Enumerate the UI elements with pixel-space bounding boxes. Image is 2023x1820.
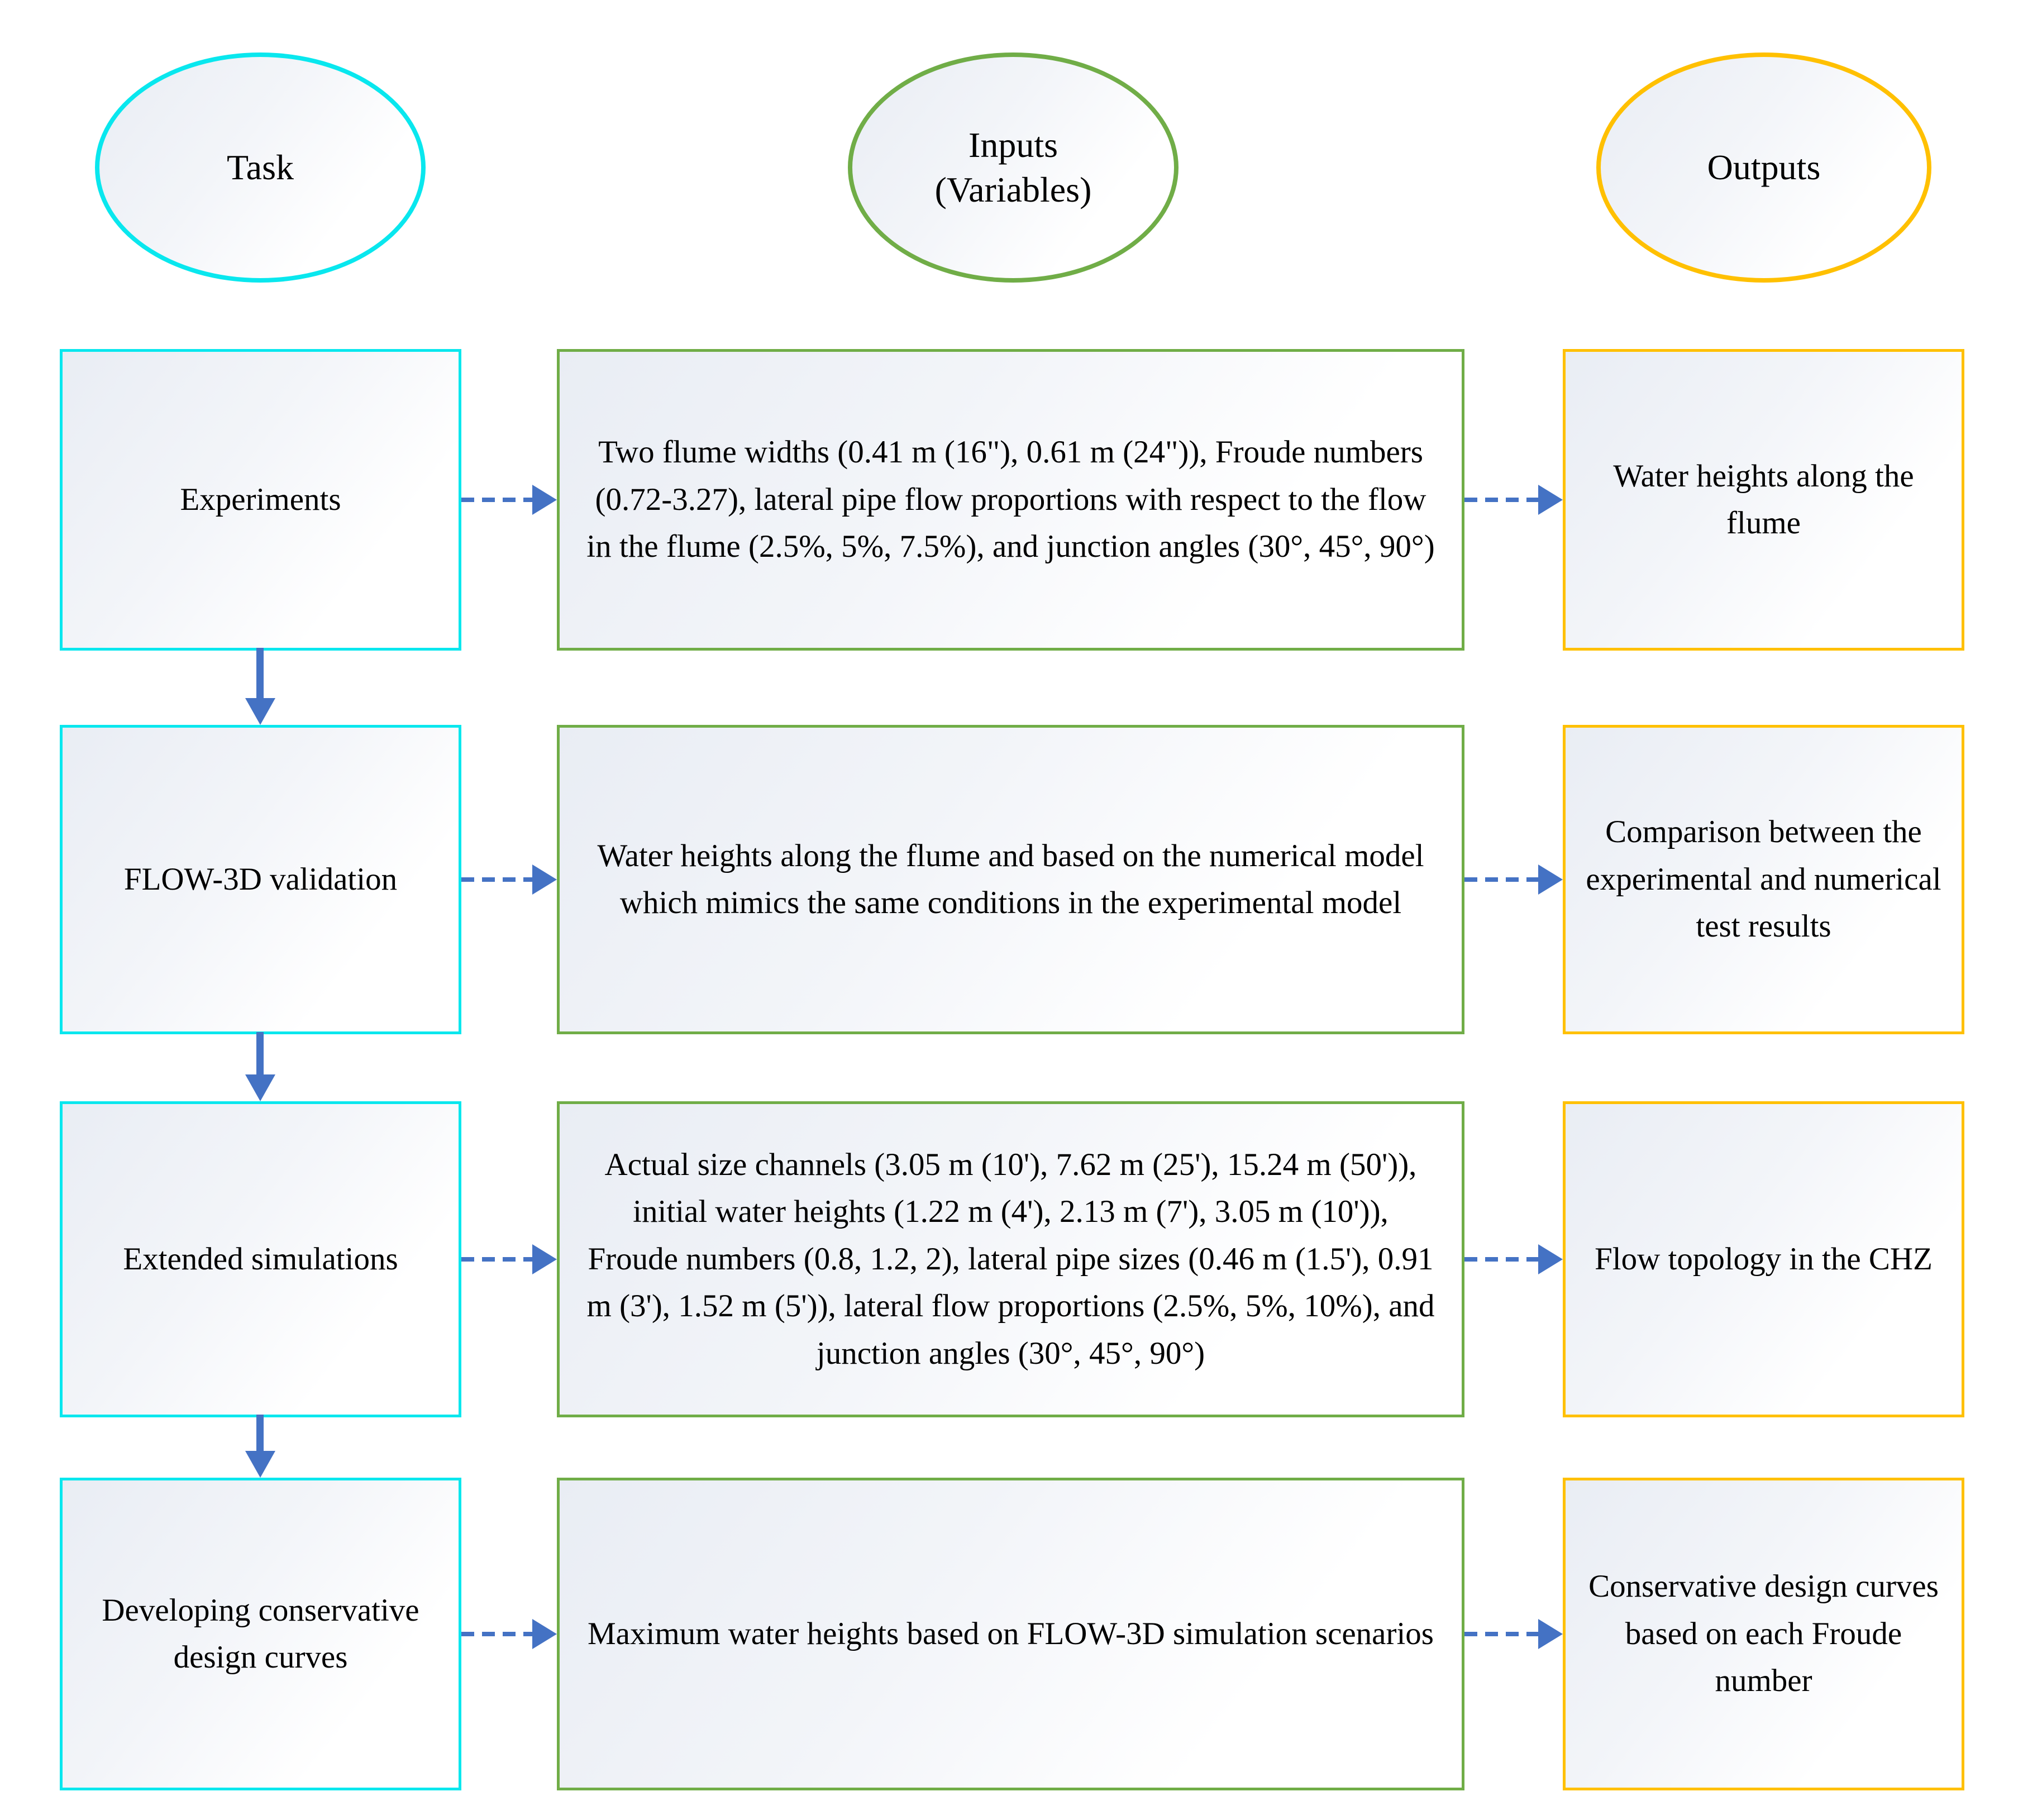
outputs-box: Comparison between the experimental and …	[1563, 725, 1964, 1034]
header-ellipse-inputs: Inputs (Variables)	[848, 52, 1179, 283]
header-ellipse-outputs: Outputs	[1596, 52, 1931, 283]
task-label: Developing conservative design curves	[102, 1592, 419, 1675]
inputs-text: Maximum water heights based on FLOW-3D s…	[588, 1616, 1434, 1651]
task-label: Extended simulations	[123, 1241, 398, 1277]
arrow-task-to-inputs	[461, 498, 532, 502]
outputs-text: Water heights along the flume	[1613, 458, 1914, 541]
arrow-task-down	[256, 648, 264, 698]
arrow-task-to-inputs	[461, 877, 532, 882]
task-box: Extended simulations	[60, 1101, 461, 1417]
arrow-task-down	[256, 1032, 264, 1074]
outputs-text: Comparison between the experimental and …	[1586, 814, 1941, 944]
task-box: Experiments	[60, 349, 461, 651]
task-box: FLOW-3D validation	[60, 725, 461, 1034]
inputs-box: Maximum water heights based on FLOW-3D s…	[557, 1478, 1464, 1790]
task-label: FLOW-3D validation	[123, 861, 398, 897]
outputs-box: Water heights along the flume	[1563, 349, 1964, 651]
header-label-inputs: Inputs (Variables)	[934, 125, 1092, 209]
outputs-text: Conservative design curves based on each…	[1588, 1569, 1939, 1699]
arrow-task-to-inputs	[461, 1632, 532, 1636]
task-label: Experiments	[180, 481, 341, 517]
header-ellipse-task: Task	[95, 52, 426, 283]
outputs-text: Flow topology in the CHZ	[1595, 1241, 1933, 1277]
arrow-task-down	[256, 1415, 264, 1451]
inputs-box: Water heights along the flume and based …	[557, 725, 1464, 1034]
outputs-box: Flow topology in the CHZ	[1563, 1101, 1964, 1417]
arrow-inputs-to-outputs	[1464, 1632, 1538, 1636]
task-box: Developing conservative design curves	[60, 1478, 461, 1790]
arrow-task-to-inputs	[461, 1257, 532, 1262]
outputs-box: Conservative design curves based on each…	[1563, 1478, 1964, 1790]
inputs-text: Actual size channels (3.05 m (10'), 7.62…	[586, 1147, 1435, 1371]
inputs-box: Actual size channels (3.05 m (10'), 7.62…	[557, 1101, 1464, 1417]
arrow-inputs-to-outputs	[1464, 1257, 1538, 1262]
header-label-task: Task	[227, 147, 294, 187]
arrow-inputs-to-outputs	[1464, 877, 1538, 882]
inputs-text: Water heights along the flume and based …	[597, 838, 1424, 920]
arrow-inputs-to-outputs	[1464, 498, 1538, 502]
inputs-text: Two flume widths (0.41 m (16"), 0.61 m (…	[586, 434, 1435, 565]
inputs-box: Two flume widths (0.41 m (16"), 0.61 m (…	[557, 349, 1464, 651]
header-label-outputs: Outputs	[1707, 147, 1821, 187]
